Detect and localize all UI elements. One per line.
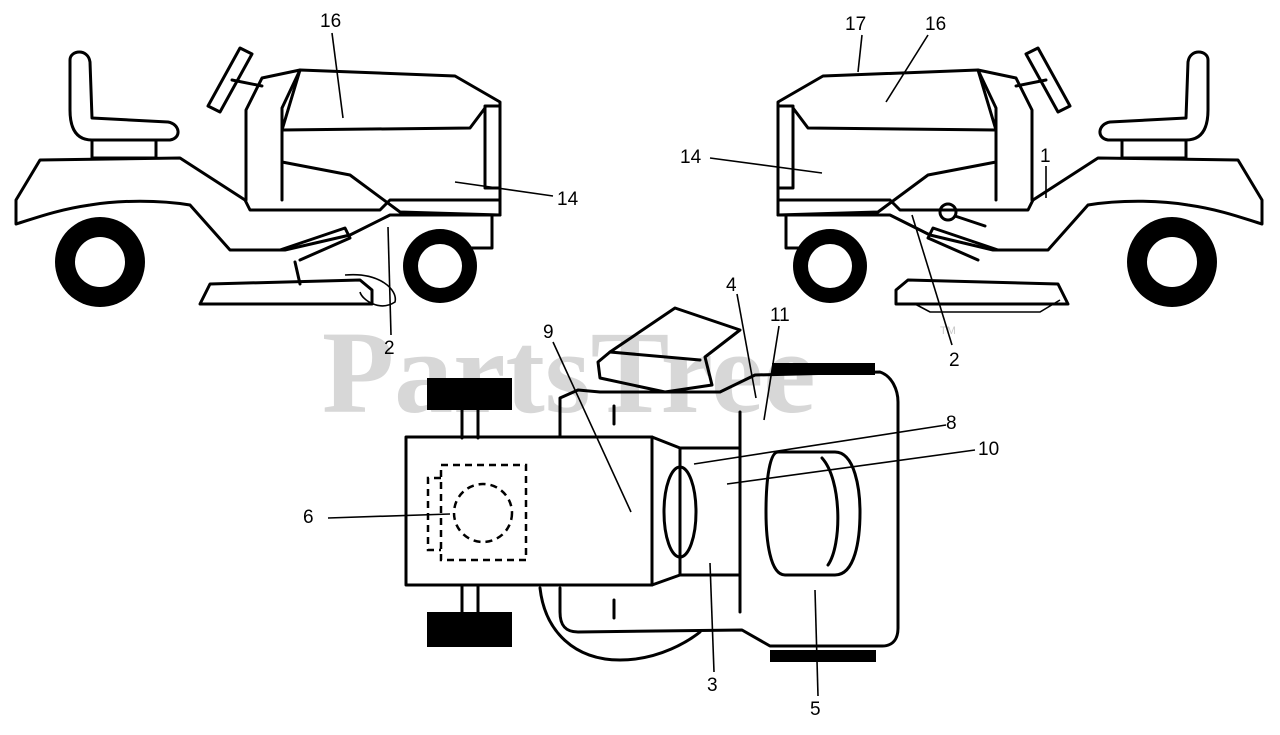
top-front-wheel-bottom bbox=[427, 612, 512, 647]
top-seat bbox=[764, 450, 862, 577]
leader-14-right bbox=[709, 157, 823, 174]
leader-11 bbox=[763, 325, 780, 421]
right-hood bbox=[776, 68, 998, 217]
callout-17: 17 bbox=[845, 14, 866, 35]
left-pedal bbox=[278, 226, 352, 262]
leader-16-left bbox=[331, 32, 344, 119]
left-side-view-tractor bbox=[14, 46, 502, 307]
right-front-hub bbox=[808, 244, 852, 288]
leader-5 bbox=[814, 589, 819, 697]
leader-6 bbox=[327, 513, 451, 519]
left-steering-wheel bbox=[206, 46, 254, 114]
right-rear-body bbox=[776, 156, 1264, 252]
right-dash bbox=[976, 68, 1034, 202]
leader-2-right bbox=[911, 214, 953, 346]
left-rear-hub bbox=[75, 237, 125, 287]
top-tunnel bbox=[678, 446, 742, 577]
left-seat-base bbox=[90, 138, 158, 160]
leader-2-left bbox=[387, 226, 392, 336]
callout-2-left: 2 bbox=[384, 338, 395, 359]
right-lever bbox=[953, 214, 987, 228]
left-deck-cable bbox=[344, 273, 397, 307]
right-deck-cable bbox=[914, 299, 1061, 313]
right-steering-wheel bbox=[1024, 46, 1072, 114]
right-mower-deck bbox=[894, 278, 1070, 306]
top-deck-arc bbox=[538, 586, 702, 662]
leader-4 bbox=[736, 293, 757, 399]
left-mower-deck bbox=[198, 278, 374, 306]
callout-9: 9 bbox=[543, 322, 554, 343]
right-seat-base bbox=[1120, 138, 1188, 160]
callout-14-left: 14 bbox=[557, 189, 579, 210]
top-steering-column bbox=[662, 465, 698, 559]
callout-16-right: 16 bbox=[925, 14, 946, 35]
callout-2-right: 2 bbox=[949, 350, 960, 371]
left-hood bbox=[280, 68, 502, 217]
callout-14-right: 14 bbox=[680, 147, 702, 168]
left-seat bbox=[68, 50, 180, 142]
top-air-filter bbox=[452, 482, 514, 544]
leader-14-left bbox=[454, 181, 554, 197]
leader-16-right bbox=[885, 34, 929, 103]
top-front-axle-top bbox=[460, 408, 480, 440]
leader-8 bbox=[693, 424, 947, 465]
callout-10: 10 bbox=[978, 439, 999, 460]
callout-8: 8 bbox=[946, 413, 957, 434]
watermark: PartsTree bbox=[322, 307, 816, 438]
right-side-view-tractor bbox=[776, 46, 1264, 313]
callout-16-left: 16 bbox=[320, 11, 341, 32]
right-rear-hub bbox=[1147, 237, 1197, 287]
top-front-axle-bottom bbox=[460, 583, 480, 614]
leader-17 bbox=[857, 34, 863, 73]
right-seat bbox=[1098, 50, 1210, 142]
top-seat-back bbox=[820, 456, 840, 567]
leader-3 bbox=[709, 562, 715, 673]
top-steering-wheel bbox=[596, 306, 742, 394]
top-hood bbox=[404, 435, 654, 587]
left-front-hub bbox=[418, 244, 462, 288]
top-steering-spoke bbox=[608, 350, 702, 362]
right-lever-knob bbox=[938, 202, 958, 222]
top-engine-outline bbox=[439, 463, 528, 562]
left-grille bbox=[483, 104, 502, 190]
callout-5: 5 bbox=[810, 699, 821, 720]
top-tunnel-front bbox=[650, 435, 682, 587]
callout-3: 3 bbox=[707, 675, 718, 696]
left-deck-hanger bbox=[293, 260, 302, 286]
right-pedal bbox=[926, 226, 1000, 262]
leader-10 bbox=[726, 449, 976, 485]
top-rear-wheel-bottom bbox=[770, 650, 876, 662]
left-rear-body bbox=[14, 156, 502, 252]
callout-6: 6 bbox=[303, 507, 314, 528]
right-grille bbox=[776, 104, 795, 190]
leader-lines bbox=[327, 32, 1047, 697]
callout-4: 4 bbox=[726, 275, 737, 296]
top-body-outline bbox=[558, 370, 900, 648]
callout-labels: 16 14 2 17 16 14 1 2 4 11 9 8 10 6 3 5 bbox=[303, 11, 1051, 720]
leader-9 bbox=[552, 341, 632, 513]
left-dash bbox=[244, 68, 302, 202]
callout-1: 1 bbox=[1040, 146, 1051, 167]
callout-11: 11 bbox=[770, 305, 790, 326]
top-front-wheel-top bbox=[427, 378, 512, 410]
